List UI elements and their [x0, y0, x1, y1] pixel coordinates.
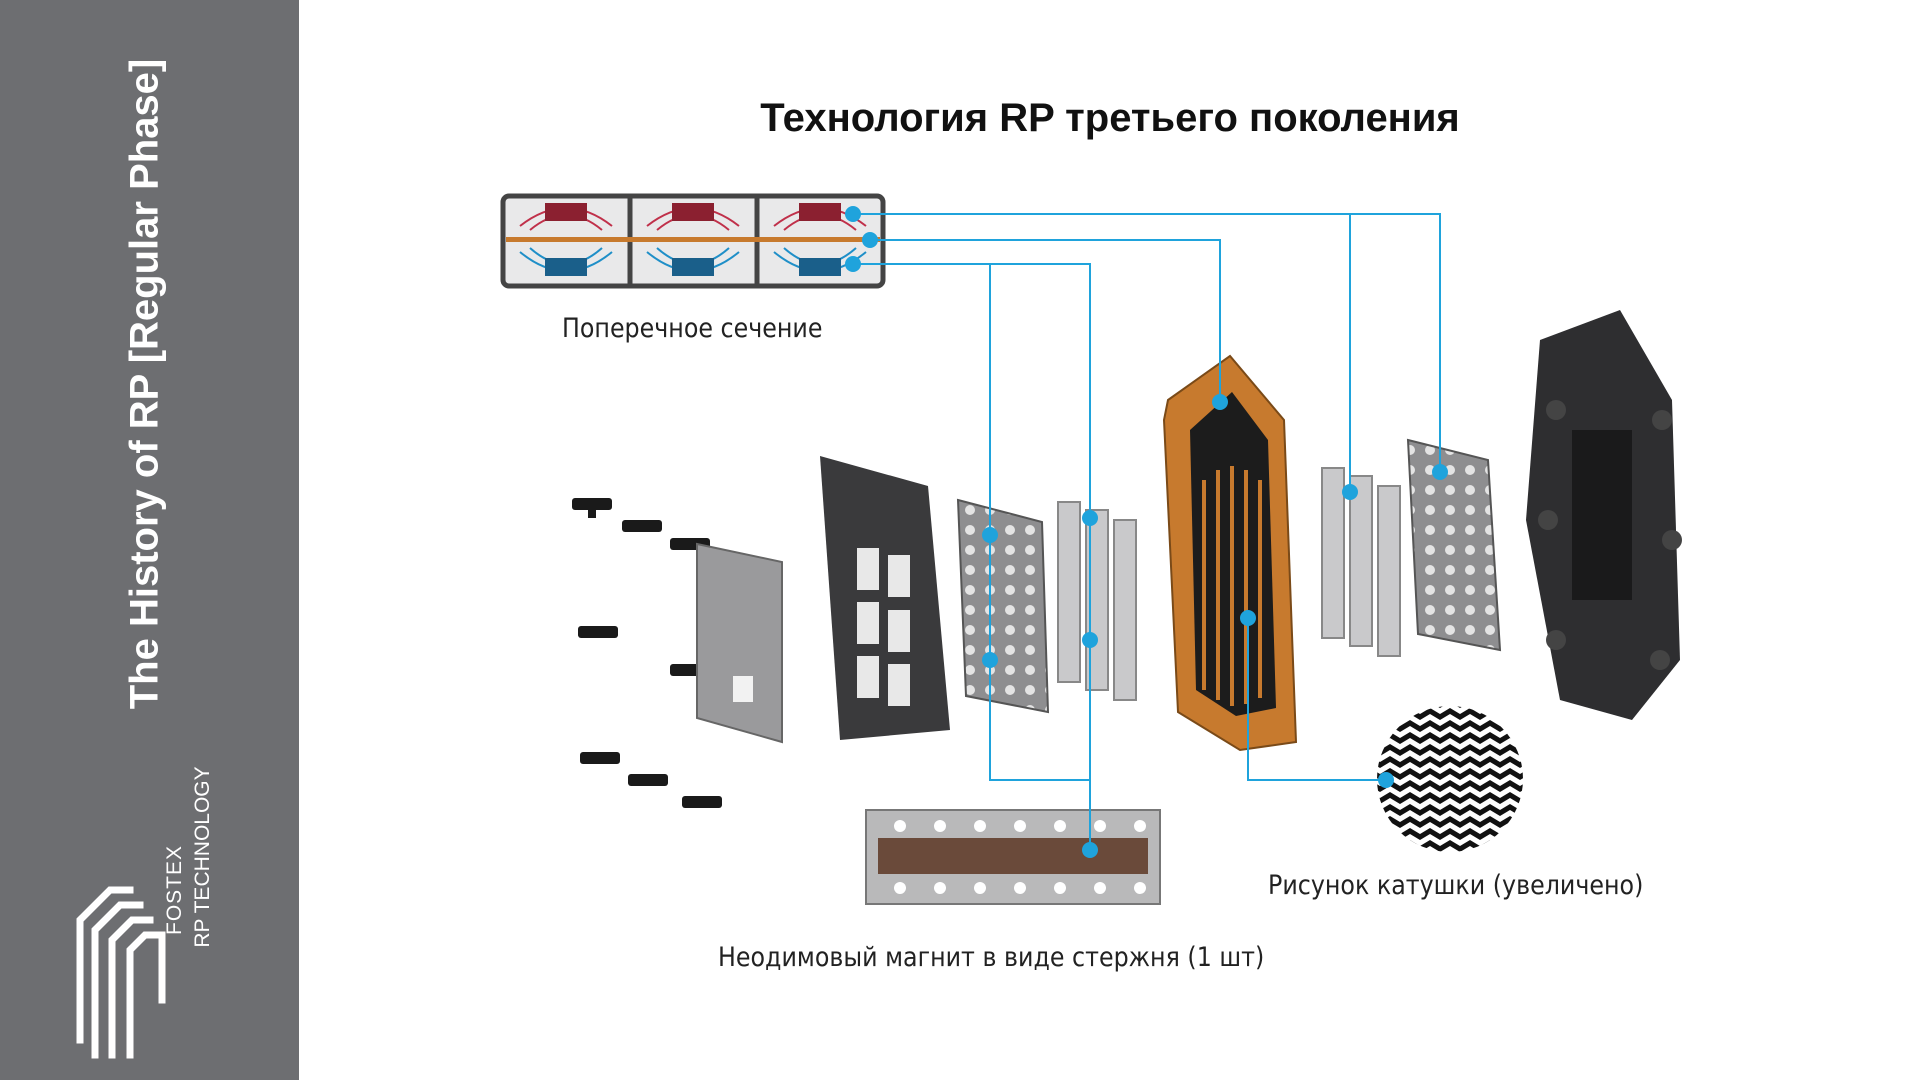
sidebar: The History of RP [Regular Phase] FOSTEX… [0, 0, 299, 1080]
magnet-rod [865, 809, 1161, 905]
rear-housing [1526, 310, 1682, 720]
front-magnet-bars [1057, 501, 1137, 701]
rear-magnet-bars [1321, 467, 1401, 657]
coil-pattern-caption: Рисунок катушки (увеличено) [1268, 870, 1644, 901]
coil-pattern-zoom [1377, 706, 1523, 852]
front-plate [696, 542, 783, 744]
callout-dots [845, 206, 1448, 858]
slide-title: Технология RP третьего поколения [760, 96, 1460, 140]
front-pole-plate [956, 498, 1050, 714]
diaphragm [1162, 354, 1298, 752]
magnet-caption: Неодимовый магнит в виде стержня (1 шт) [718, 942, 1265, 973]
fostex-rp-logo-icon [76, 886, 166, 1059]
rear-pole-plate [1406, 438, 1502, 652]
front-frame [820, 456, 950, 740]
cross-section-diagram [500, 193, 886, 289]
cross-section-caption: Поперечное сечение [562, 313, 823, 344]
